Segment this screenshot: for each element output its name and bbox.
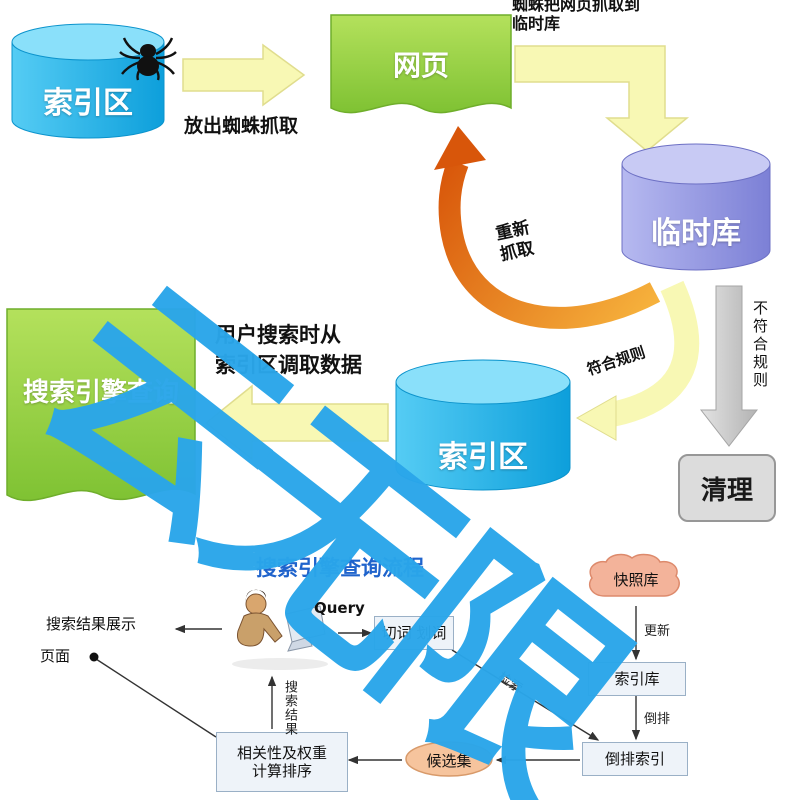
inverted-index-box: 倒排索引 bbox=[582, 742, 688, 776]
cleanup-label: 清理 bbox=[700, 475, 753, 506]
cylinder-spider-db-shape bbox=[11, 23, 165, 139]
release-spider-label: 放出蜘蛛抓取 bbox=[184, 115, 299, 137]
recrawl-label: 重新 抓取 bbox=[494, 218, 536, 266]
crawl-caption-line1: 蜘蛛把网页抓取到 bbox=[512, 0, 641, 14]
cylinder-index-db-shape bbox=[395, 359, 571, 491]
doc-search-query: 搜索引擎查询 bbox=[6, 308, 196, 513]
temp-db-label: 临时库 bbox=[651, 216, 741, 251]
query-label: Query bbox=[314, 599, 365, 617]
inverted-index-label: 倒排索引 bbox=[604, 750, 665, 768]
ranking-label-line1: 相关性及权重 bbox=[236, 744, 327, 762]
cylinder-index-db: 索引区 bbox=[392, 358, 574, 498]
doc-webpage: 网页 bbox=[330, 14, 512, 126]
arrowhead-tempdb-to-indexdb bbox=[575, 395, 617, 441]
query-note-line2: 索引区调取数据 bbox=[215, 353, 362, 377]
query-note-line1: 用户搜索时从 bbox=[215, 323, 341, 347]
index-db-label: 索引区 bbox=[438, 440, 528, 475]
arrow-webpage-to-tempdb bbox=[514, 45, 690, 152]
return-result-label: 搜索结果 bbox=[282, 680, 297, 736]
bottom-flow-title: 搜索引擎查询流程 bbox=[256, 556, 424, 580]
line-rank-to-result bbox=[95, 658, 217, 738]
nomatch-rule-label: 不符合规则 bbox=[751, 300, 769, 390]
arrow-spider-to-webpage bbox=[182, 43, 306, 107]
segmentation-label: 切词 划词 bbox=[381, 624, 447, 642]
candidate-set-label: 候选集 bbox=[426, 752, 472, 770]
result-text: 搜索结果展示 页面 bbox=[40, 614, 136, 666]
cylinder-temp-db: 临时库 bbox=[618, 142, 774, 274]
spider-db-label: 索引区 bbox=[43, 86, 133, 121]
ranking-label-line2: 计算排序 bbox=[251, 762, 312, 780]
candidate-set-shape bbox=[405, 741, 493, 777]
spider-icon bbox=[118, 26, 178, 84]
result-text-line1: 搜索结果展示 bbox=[46, 615, 137, 633]
update-label: 更新 bbox=[644, 624, 671, 639]
match-rule-label: 符合规则 bbox=[584, 343, 648, 379]
crawl-caption: 蜘蛛把网页抓取到 临时库 bbox=[512, 0, 640, 33]
search-query-label: 搜索引擎查询 bbox=[22, 378, 179, 408]
doc-webpage-shape bbox=[330, 14, 512, 114]
snapshot-cloud: 快照库 bbox=[580, 550, 692, 606]
webpage-label: 网页 bbox=[392, 49, 449, 82]
arrowhead-tempdb-to-webpage bbox=[434, 126, 486, 170]
segmentation-box: 切词 划词 bbox=[374, 616, 454, 650]
person-at-computer-illustration bbox=[222, 584, 334, 672]
ranking-box: 相关性及权重 计算排序 bbox=[216, 732, 348, 792]
invert-label: 倒排 bbox=[644, 712, 671, 727]
snapshot-cloud-shape bbox=[588, 553, 680, 597]
doc-search-query-shape bbox=[6, 308, 196, 502]
result-text-line2: 页面 bbox=[40, 647, 71, 665]
arrow-tempdb-to-cleanup bbox=[699, 285, 759, 447]
candidate-set-oval: 候选集 bbox=[404, 740, 494, 778]
snapshot-label: 快照库 bbox=[613, 571, 659, 589]
cleanup-box: 清理 bbox=[678, 454, 776, 522]
query-note: 用户搜索时从 索引区调取数据 bbox=[215, 320, 362, 380]
index-store-label: 索引库 bbox=[614, 670, 660, 688]
crawl-caption-line2: 临时库 bbox=[512, 14, 561, 33]
cylinder-spider-db: 索引区 bbox=[8, 22, 168, 140]
index-store-box: 索引库 bbox=[588, 662, 686, 696]
